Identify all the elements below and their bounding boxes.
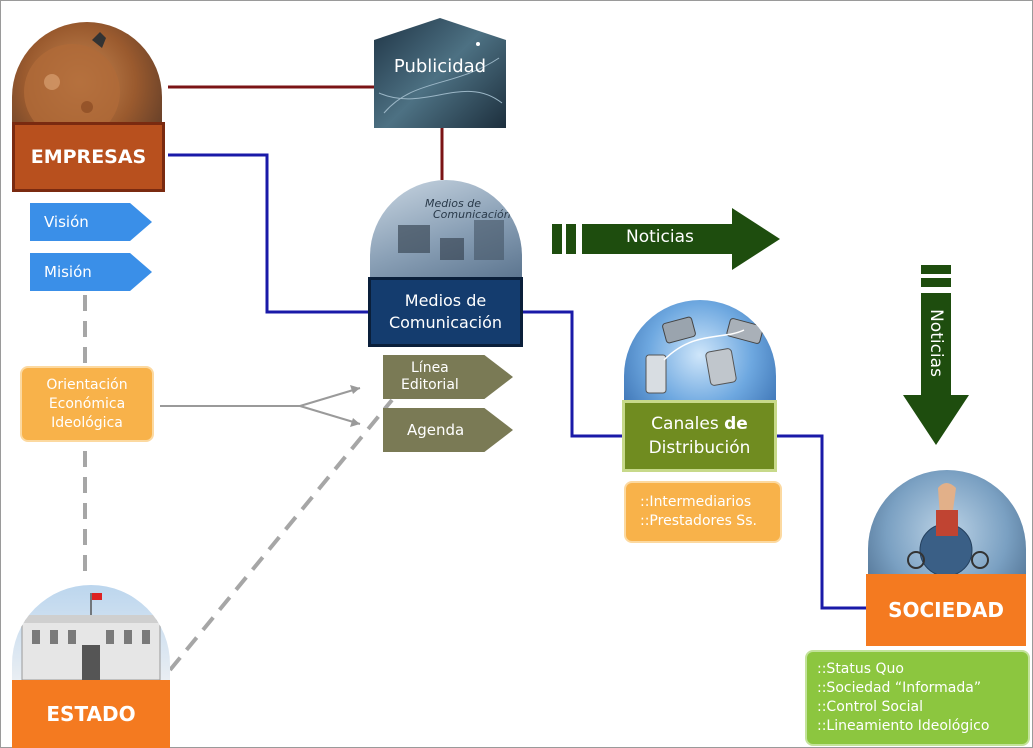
mobile-devices-icon <box>645 316 764 394</box>
linea-editorial-tag[interactable]: Línea Editorial <box>383 355 513 399</box>
sociedad-note-line-4: ::Lineamiento Ideológico <box>817 718 990 734</box>
canales-label-2: Distribución <box>648 438 751 458</box>
line-empresas-medios <box>168 153 370 314</box>
publicidad-box[interactable]: Publicidad <box>374 18 506 128</box>
vision-label: Visión <box>44 213 89 231</box>
empresas-label: EMPRESAS <box>30 146 147 168</box>
sociedad-box[interactable]: SOCIEDAD <box>866 574 1026 646</box>
agenda-tag[interactable]: Agenda <box>383 408 513 452</box>
canales-label-1: Canales de <box>651 412 748 436</box>
mision-label: Misión <box>44 263 92 281</box>
medios-box[interactable]: Medios de Comunicación <box>368 277 523 347</box>
medios-label-1: Medios de <box>404 291 487 310</box>
planet-icon <box>24 32 120 122</box>
orientacion-line-1: Orientación <box>46 376 128 393</box>
medios-image: Medios de Comunicación <box>370 180 522 277</box>
government-building-icon <box>21 593 161 680</box>
canales-label-1a: Canales <box>651 414 725 434</box>
publicidad-label: Publicidad <box>393 56 487 77</box>
mision-tag[interactable]: Misión <box>30 253 152 291</box>
agenda-label: Agenda <box>407 421 465 439</box>
canales-note-line-2: ::Prestadores Ss. <box>640 513 757 529</box>
canales-box[interactable]: Canales de Distribución <box>622 400 777 472</box>
orientacion-line-3: Ideológica <box>51 414 123 431</box>
empresas-box[interactable]: EMPRESAS <box>12 122 165 192</box>
canales-label-1b: de <box>724 414 748 434</box>
noticias-vertical-label: Noticias <box>926 309 946 377</box>
noticias-horizontal-arrow: Noticias <box>552 208 780 270</box>
noticias-horizontal-label: Noticias <box>626 227 694 247</box>
publicidad-texture <box>378 42 503 114</box>
sociedad-label: SOCIEDAD <box>888 598 1004 622</box>
arrow-right-icon <box>552 208 780 270</box>
estado-label: ESTADO <box>46 702 136 726</box>
canales-note: ::Intermediarios ::Prestadores Ss. <box>624 481 782 543</box>
sociedad-note-line-2: ::Sociedad “Informada” <box>817 680 982 696</box>
fork-upper-head <box>350 385 360 394</box>
medios-photo-line-1: Medios de <box>425 197 482 210</box>
arrow-down-icon <box>903 265 969 445</box>
sociedad-note-line-3: ::Control Social <box>817 699 923 715</box>
orientacion-note: Orientación Económica Ideológica <box>20 366 154 442</box>
line-canales-sociedad <box>775 434 868 610</box>
dashed-estado-agenda <box>168 398 394 672</box>
linea-label-1: Línea <box>411 360 449 376</box>
fork-lower-head <box>350 418 360 427</box>
medios-label-2: Comunicación <box>388 313 503 332</box>
fork-upper <box>299 387 361 407</box>
cyclist-illustration-icon <box>907 483 989 574</box>
orientacion-line-2: Económica <box>48 395 126 412</box>
sociedad-note-line-1: ::Status Quo <box>817 661 904 677</box>
media-collage-icon <box>398 220 504 260</box>
canales-note-line-1: ::Intermediarios <box>640 494 752 510</box>
line-medios-canales <box>522 310 625 438</box>
vision-tag[interactable]: Visión <box>30 203 152 241</box>
linea-label-2: Editorial <box>401 377 459 393</box>
noticias-vertical-arrow: Noticias <box>903 265 969 445</box>
fork-lower <box>299 405 361 425</box>
sociedad-note: ::Status Quo ::Sociedad “Informada” ::Co… <box>805 650 1030 746</box>
estado-box[interactable]: ESTADO <box>12 680 170 748</box>
medios-photo-line-2: Comunicación <box>433 208 511 221</box>
